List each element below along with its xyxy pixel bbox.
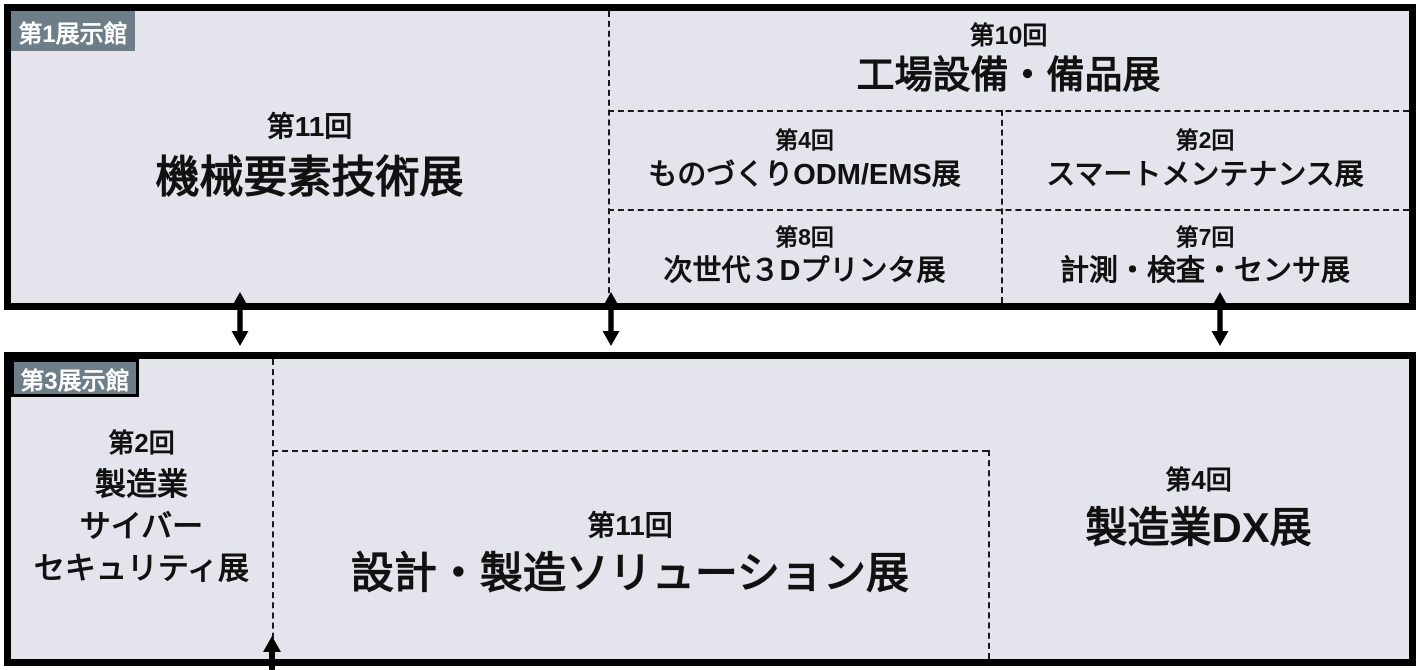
exhibition-edition: 第11回 <box>266 110 353 142</box>
exit-arrow-icon <box>261 636 283 670</box>
hall-1-divider-horizontal-lower <box>608 209 1409 211</box>
hall-1-divider-vertical-main <box>608 11 610 303</box>
cell-mechanical-components-expo: 第11回 機械要素技術展 <box>11 11 608 303</box>
hall-1-divider-horizontal-upper <box>608 110 1409 112</box>
exhibition-name: 製造業DX展 <box>1085 503 1312 551</box>
hall-3: 第3展示館 第2回 製造業 サイバー セキュリティ展 第11回 設計・製造ソリュ… <box>4 352 1416 666</box>
cell-manufacturing-dx-expo: 第4回 製造業DX展 <box>988 359 1409 659</box>
exhibition-name-line: セキュリティ展 <box>33 551 250 587</box>
exhibition-edition: 第11回 <box>587 509 673 541</box>
hall-1: 第1展示館 第11回 機械要素技術展 第10回 工場設備・備品展 第4回 ものづ… <box>4 4 1416 310</box>
hall-3-label: 第3展示館 <box>11 359 139 397</box>
hall-3-inner: 第3展示館 第2回 製造業 サイバー セキュリティ展 第11回 設計・製造ソリュ… <box>11 359 1409 659</box>
exhibition-name: 機械要素技術展 <box>155 152 464 202</box>
cell-odm-ems-expo: 第4回 ものづくりODM/EMS展 <box>608 110 1001 209</box>
hall-3-divider-horizontal <box>272 450 988 452</box>
cell-smart-maintenance-expo: 第2回 スマートメンテナンス展 <box>1001 110 1409 209</box>
cell-design-manufacturing-solution-expo: 第11回 設計・製造ソリューション展 <box>272 450 988 659</box>
exhibition-edition: 第8回 <box>775 223 834 250</box>
cell-3d-printer-expo: 第8回 次世代３Dプリンタ展 <box>608 209 1001 303</box>
exhibition-edition: 第2回 <box>1175 127 1235 154</box>
hall-3-divider-vertical-left <box>272 359 274 659</box>
hall-connector-arrow-icon <box>229 292 251 346</box>
hall-1-inner: 第1展示館 第11回 機械要素技術展 第10回 工場設備・備品展 第4回 ものづ… <box>11 11 1409 303</box>
cell-measurement-sensor-expo: 第7回 計測・検査・センサ展 <box>1001 209 1409 303</box>
exhibition-name: 次世代３Dプリンタ展 <box>663 255 946 288</box>
hall-connector-arrow-icon <box>1209 292 1231 346</box>
exhibition-name: 設計・製造ソリューション展 <box>350 549 910 598</box>
hall-connector-arrow-icon <box>600 292 622 346</box>
hall-1-label: 第1展示館 <box>11 11 135 51</box>
exhibition-edition: 第7回 <box>1175 223 1235 250</box>
exhibition-name: スマートメンテナンス展 <box>1046 158 1364 191</box>
exhibition-name: 計測・検査・センサ展 <box>1059 255 1350 288</box>
exhibition-edition: 第4回 <box>775 127 834 154</box>
exhibition-name: ものづくりODM/EMS展 <box>648 158 961 191</box>
cell-cybersecurity-expo: 第2回 製造業 サイバー セキュリティ展 <box>11 359 272 659</box>
exhibition-edition: 第2回 <box>108 427 175 458</box>
cell-factory-equipment-expo: 第10回 工場設備・備品展 <box>608 11 1409 110</box>
exhibition-edition: 第10回 <box>969 22 1048 51</box>
exhibition-name: 工場設備・備品展 <box>856 55 1161 98</box>
exhibition-name-line: サイバー <box>79 508 204 544</box>
hall-3-divider-vertical-right <box>988 450 990 659</box>
exhibition-edition: 第4回 <box>1165 464 1232 495</box>
exhibition-name-line: 製造業 <box>95 466 188 502</box>
hall-1-divider-vertical-right <box>1001 110 1003 303</box>
